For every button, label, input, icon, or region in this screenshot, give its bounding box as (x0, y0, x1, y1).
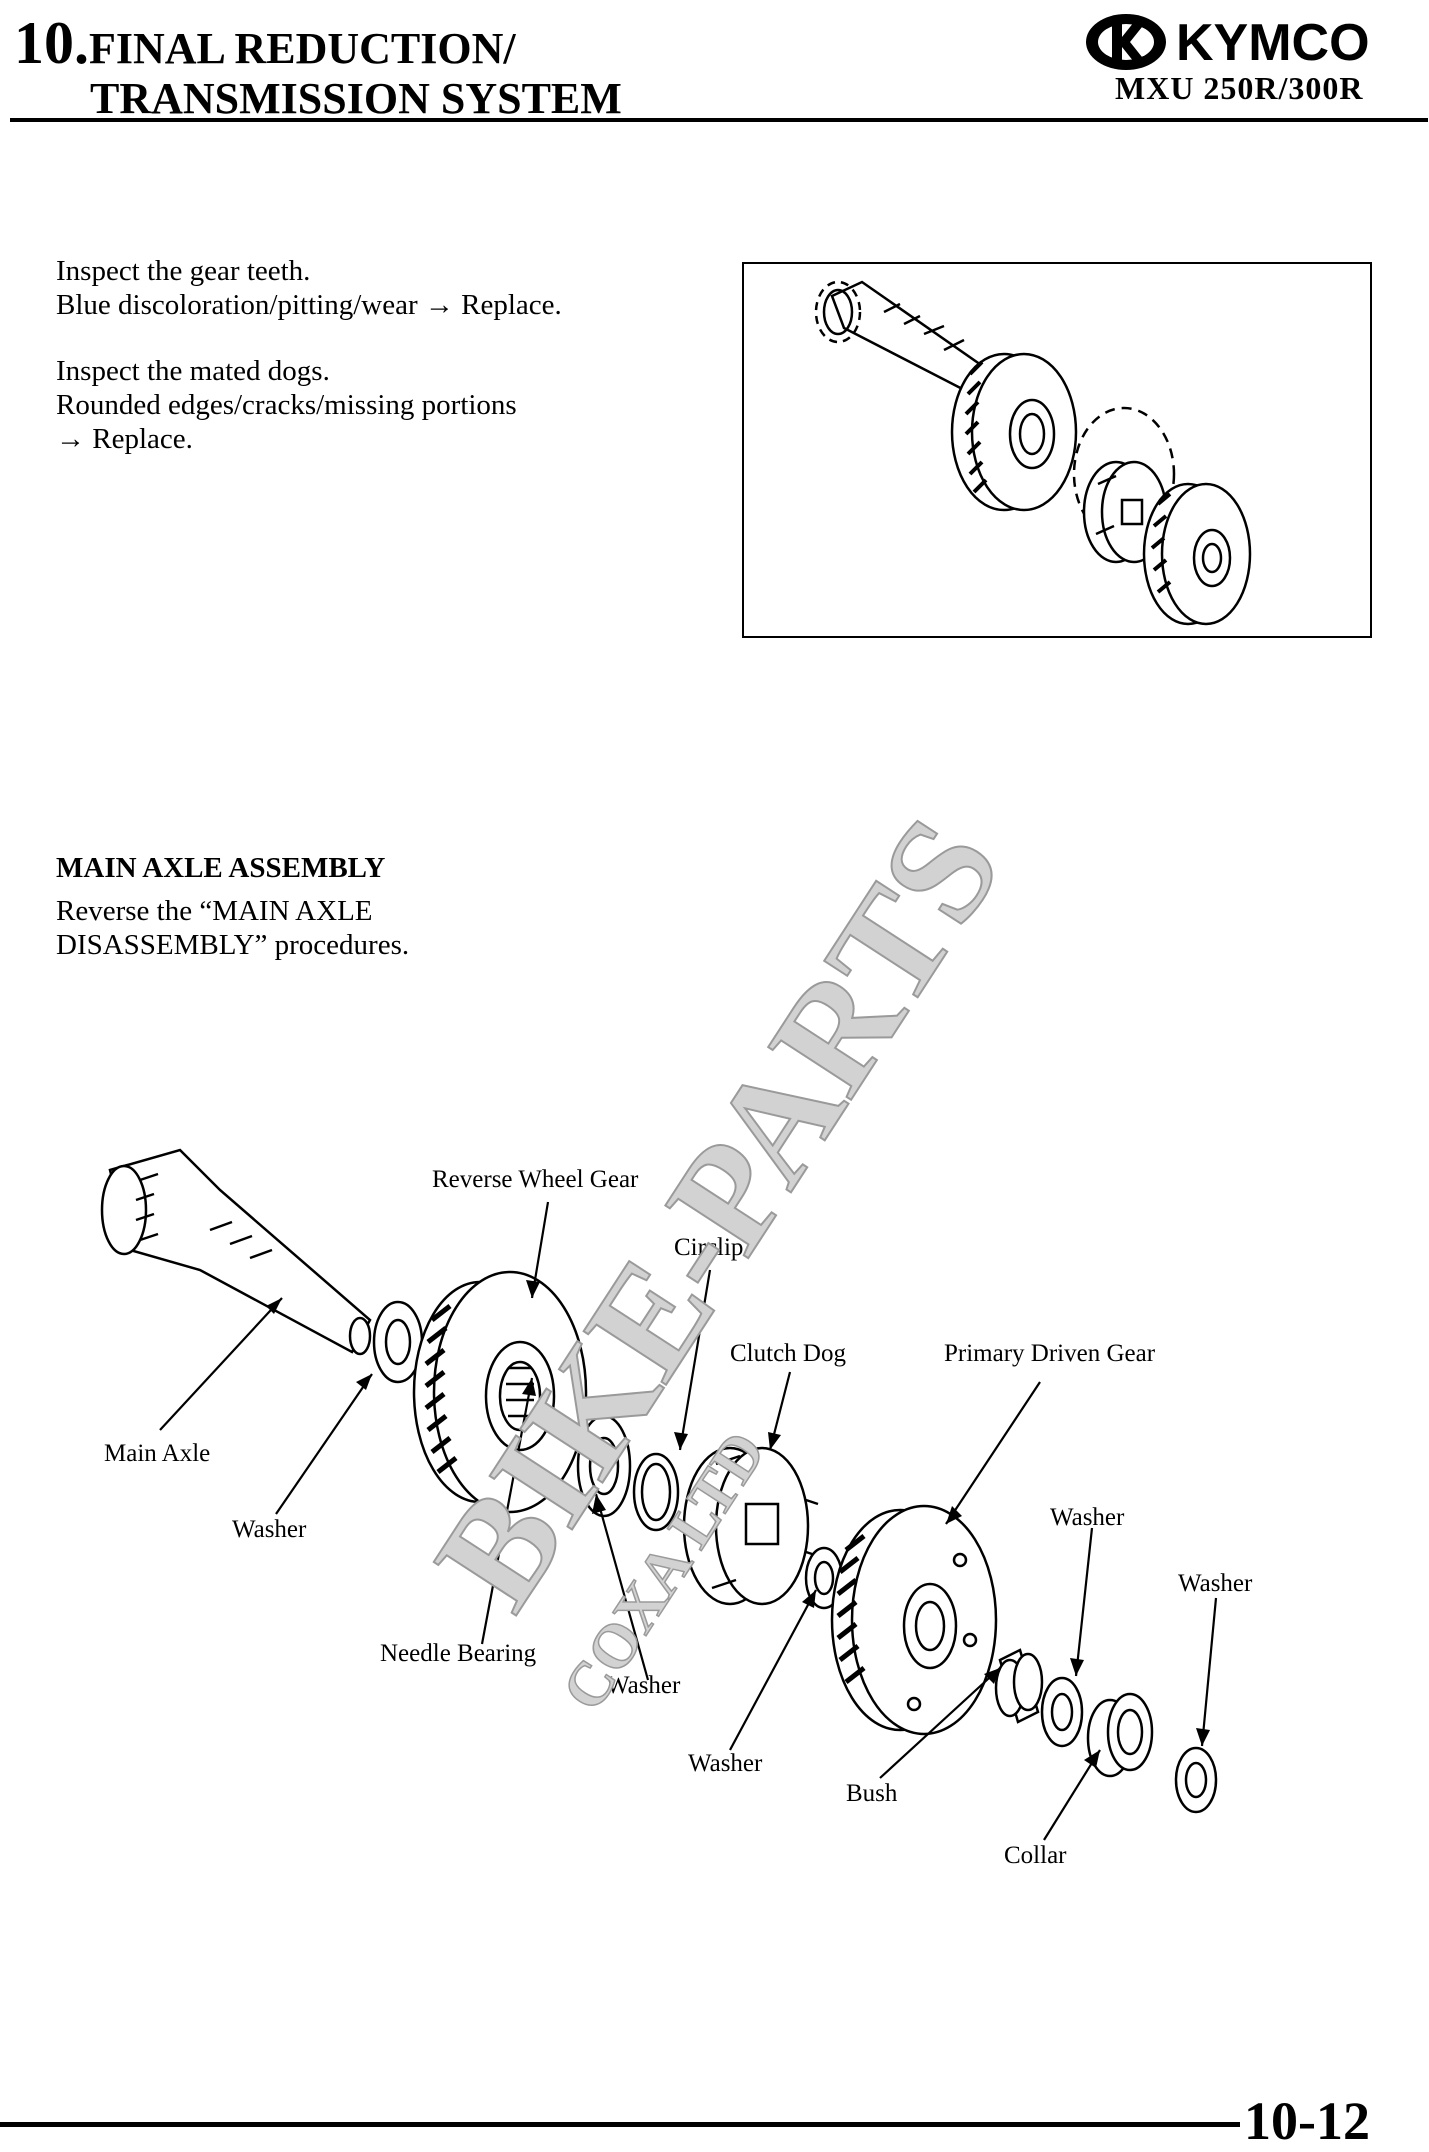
kymco-logo: KYMCO (1086, 14, 1370, 72)
main-axle-part (100, 1148, 372, 1356)
page-number: 10-12 (1244, 2091, 1370, 2151)
label-washer-2: Washer (606, 1672, 681, 1699)
label-washer-4: Washer (1050, 1504, 1125, 1531)
label-washer-3: Washer (688, 1750, 763, 1777)
assembly-heading: MAIN AXLE ASSEMBLY (56, 852, 386, 884)
leader-collar (1043, 1749, 1101, 1841)
collar-part (1086, 1692, 1154, 1778)
leader-needle-bearing (480, 1377, 534, 1645)
assembly-line1: Reverse the “MAIN AXLE (56, 895, 373, 927)
logo-brand-text: KYMCO (1176, 14, 1370, 72)
primary-driven-gear-part (830, 1504, 998, 1736)
chapter-title-line2: TRANSMISSION SYSTEM (90, 74, 622, 123)
washer-part-1 (372, 1300, 424, 1384)
model-label: MXU 250R/300R (1115, 70, 1364, 106)
label-primary-driven-gear: Primary Driven Gear (944, 1340, 1156, 1367)
label-main-axle: Main Axle (104, 1440, 211, 1467)
chapter-number: 10. (14, 10, 89, 76)
assembly-line2: DISASSEMBLY” procedures. (56, 929, 410, 961)
reverse-wheel-gear-part (412, 1270, 588, 1514)
header-rule (10, 118, 1428, 122)
inspect-teeth-line1: Inspect the gear teeth. (56, 255, 311, 287)
inspect-teeth-line2: Blue discoloration/pitting/wear → Replac… (56, 289, 562, 321)
washer-part-2 (576, 1414, 632, 1518)
inspect-dogs-line3: → Replace. (56, 423, 193, 455)
main-axle-exploded-diagram (100, 1148, 1218, 1841)
circlip-part (632, 1452, 680, 1532)
leader-washer-3 (729, 1589, 817, 1751)
label-reverse-wheel-gear: Reverse Wheel Gear (432, 1166, 639, 1193)
leader-primary-driven-gear (945, 1381, 1041, 1525)
label-circlip: Circlip (674, 1234, 744, 1261)
label-washer-1: Washer (232, 1516, 307, 1543)
label-needle-bearing: Needle Bearing (380, 1640, 537, 1667)
chapter-title: 10.FINAL REDUCTION/ TRANSMISSION SYSTEM (14, 13, 622, 124)
footer-rule (0, 2122, 1240, 2127)
leader-bush (879, 1667, 1001, 1779)
washer-part-4 (1040, 1676, 1084, 1748)
label-washer-5: Washer (1178, 1570, 1253, 1597)
inspection-figure-frame (742, 262, 1372, 638)
leader-washer-2 (594, 1493, 650, 1681)
clutch-dog-part (682, 1446, 819, 1606)
leader-washer-4 (1074, 1527, 1094, 1677)
inspect-dogs-line2: Rounded edges/cracks/missing portions (56, 389, 517, 421)
leader-circlip (678, 1269, 712, 1451)
chapter-title-line1: FINAL REDUCTION/ (89, 24, 516, 73)
label-bush: Bush (846, 1780, 898, 1807)
label-clutch-dog: Clutch Dog (730, 1340, 846, 1367)
inspect-dogs-line1: Inspect the mated dogs. (56, 355, 330, 387)
label-collar: Collar (1004, 1842, 1067, 1869)
leader-washer-5 (1200, 1597, 1218, 1747)
leader-main-axle (159, 1297, 283, 1431)
bush-part (994, 1648, 1044, 1724)
washer-part-5 (1174, 1746, 1218, 1814)
gear-inspection-illustration (814, 280, 1252, 626)
leader-washer-1 (275, 1373, 373, 1515)
